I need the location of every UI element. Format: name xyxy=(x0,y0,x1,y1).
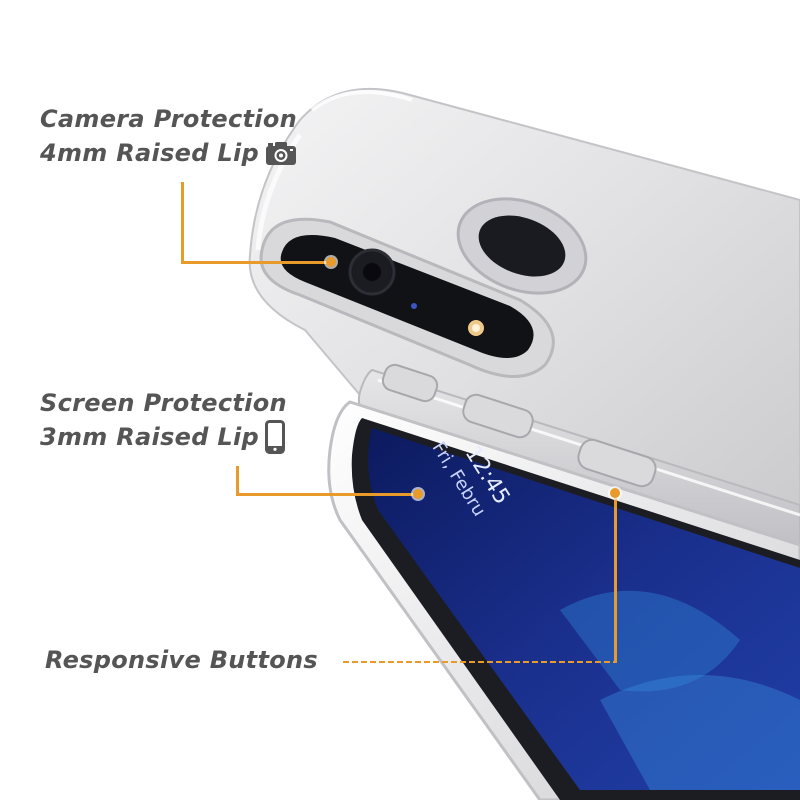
callout-line-buttons xyxy=(614,492,617,663)
callout-line-screen xyxy=(236,466,239,496)
callout-dot-screen xyxy=(413,489,423,499)
callout-responsive-buttons: Responsive Buttons xyxy=(45,643,318,677)
callout-buttons-title: Responsive Buttons xyxy=(45,646,318,674)
callout-line-screen xyxy=(236,493,418,496)
callout-camera-protection: Camera Protection 4mm Raised Lip xyxy=(40,102,297,170)
callout-camera-title: Camera Protection xyxy=(40,105,298,133)
button-cover xyxy=(577,438,657,488)
fingerprint-cutout xyxy=(456,197,588,295)
callout-screen-protection: Screen Protection 3mm Raised Lip xyxy=(40,386,287,454)
callout-line-buttons xyxy=(343,661,617,663)
callout-dot-buttons xyxy=(610,488,620,498)
callout-line-camera xyxy=(181,261,331,264)
callout-camera-subtitle: 4mm Raised Lip xyxy=(40,139,259,167)
phone-icon xyxy=(264,420,285,454)
callout-dot-camera xyxy=(326,257,336,267)
button-cover xyxy=(462,393,534,439)
callout-screen-subtitle: 3mm Raised Lip xyxy=(40,423,259,451)
callout-line-camera xyxy=(181,182,184,264)
phone-screen: 12:45 Fri, Febru xyxy=(327,400,800,800)
button-cover xyxy=(381,363,439,403)
callout-screen-title: Screen Protection xyxy=(40,389,287,417)
camera-icon xyxy=(265,140,297,166)
